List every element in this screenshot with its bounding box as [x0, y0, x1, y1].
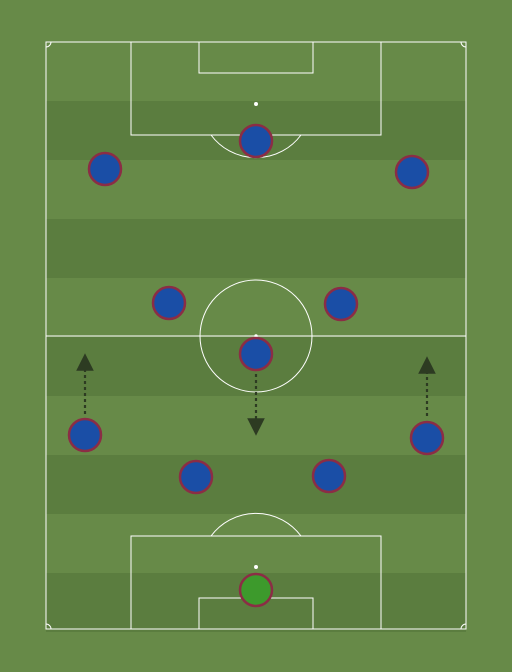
player-marker-left-forward[interactable] [87, 151, 123, 187]
player-marker-left-centre-back[interactable] [178, 459, 214, 495]
player-marker-striker[interactable] [238, 123, 274, 159]
player-marker-right-centre-back[interactable] [311, 458, 347, 494]
players [67, 123, 445, 608]
bottom-penalty-spot [254, 565, 258, 569]
player-marker-right-attacking-midfielder[interactable] [323, 286, 359, 322]
player-marker-right-forward[interactable] [394, 154, 430, 190]
top-penalty-spot [254, 102, 258, 106]
bottom-penalty-arc [210, 512, 302, 537]
corner-arc-top-left [45, 41, 52, 48]
pitch-markings [45, 41, 467, 630]
player-marker-defensive-midfielder[interactable] [238, 336, 274, 372]
grass-stripe [46, 455, 466, 514]
corner-arc-bottom-left [45, 623, 52, 630]
player-marker-right-back[interactable] [409, 420, 445, 456]
player-marker-left-attacking-midfielder[interactable] [151, 285, 187, 321]
corner-arc-bottom-right [460, 623, 467, 630]
top-goal-area [198, 41, 314, 74]
movement-arrows [76, 353, 436, 436]
grass-stripe [46, 219, 466, 278]
corner-arc-top-right [460, 41, 467, 48]
goalkeeper-marker[interactable] [238, 572, 274, 608]
player-marker-left-back[interactable] [67, 417, 103, 453]
